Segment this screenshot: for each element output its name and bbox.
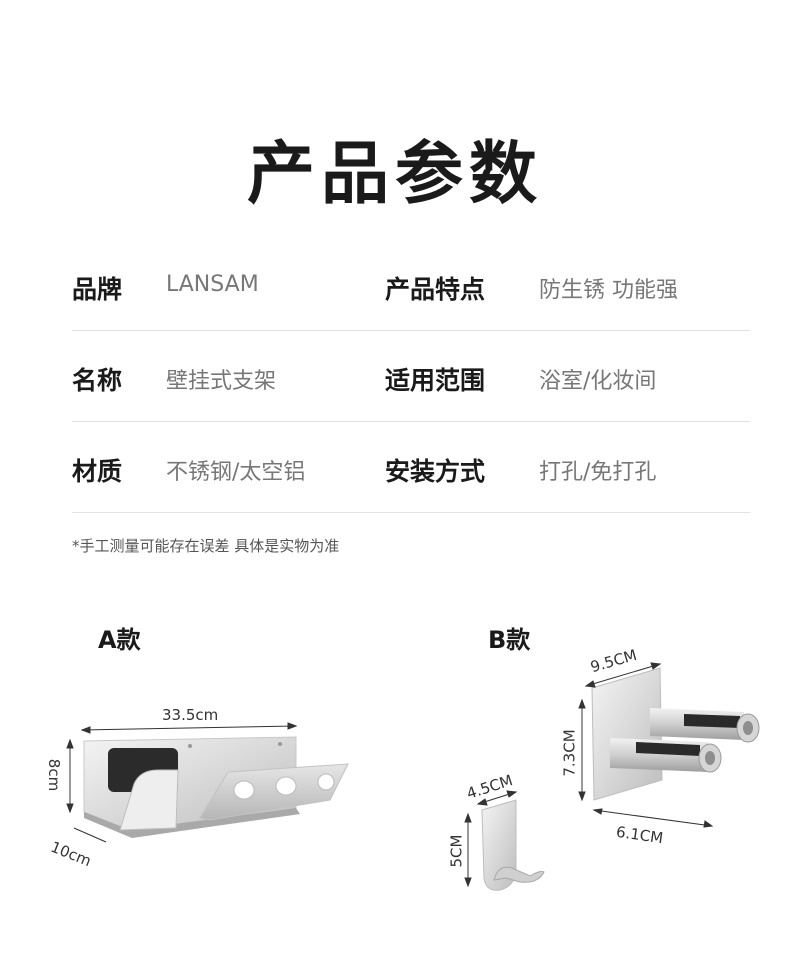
hook-dimension-lines — [464, 790, 518, 888]
divider — [72, 330, 750, 331]
variant-b-label: B款 — [488, 626, 531, 654]
spec-row-material: 材质 不锈钢/太空铝 安装方式 打孔/免打孔 — [72, 432, 750, 522]
spec-value: 不锈钢/太空铝 — [166, 460, 306, 485]
spec-label: 品牌 — [72, 275, 123, 304]
measurement-note: *手工测量可能存在误差 具体是实物为准 — [72, 537, 340, 555]
spec-value: 壁挂式支架 — [166, 369, 277, 394]
dimension-label-hook-height: 5CM — [447, 834, 466, 868]
spec-value: LANSAM — [166, 272, 259, 297]
spec-value: 打孔/免打孔 — [539, 460, 657, 485]
spec-value: 浴室/化妆间 — [539, 369, 657, 394]
spec-value: 防生锈 功能强 — [539, 278, 678, 303]
variant-a-dimension-lines — [66, 722, 298, 843]
variant-a-label: A款 — [98, 626, 141, 654]
variant-b-hook — [481, 799, 545, 891]
spec-label: 安装方式 — [385, 457, 486, 486]
dimension-label-width: 33.5cm — [162, 706, 219, 724]
variant-b-dimension-lines — [578, 662, 714, 828]
divider — [72, 421, 750, 422]
page-title: 产品参数 — [246, 135, 543, 214]
spec-label: 产品特点 — [385, 275, 486, 304]
spec-label: 适用范围 — [385, 366, 486, 395]
dimension-label-height: 8cm — [45, 758, 64, 792]
spec-row-brand: 品牌 LANSAM 产品特点 防生锈 功能强 — [72, 250, 750, 340]
spec-row-name: 名称 壁挂式支架 适用范围 浴室/化妆间 — [72, 341, 750, 431]
divider — [72, 512, 750, 513]
variant-a-product — [83, 736, 349, 838]
variant-b-product — [591, 667, 760, 801]
spec-label: 材质 — [72, 457, 123, 486]
dimension-label-plate-height: 7.3CM — [560, 729, 579, 777]
spec-label: 名称 — [72, 366, 123, 395]
